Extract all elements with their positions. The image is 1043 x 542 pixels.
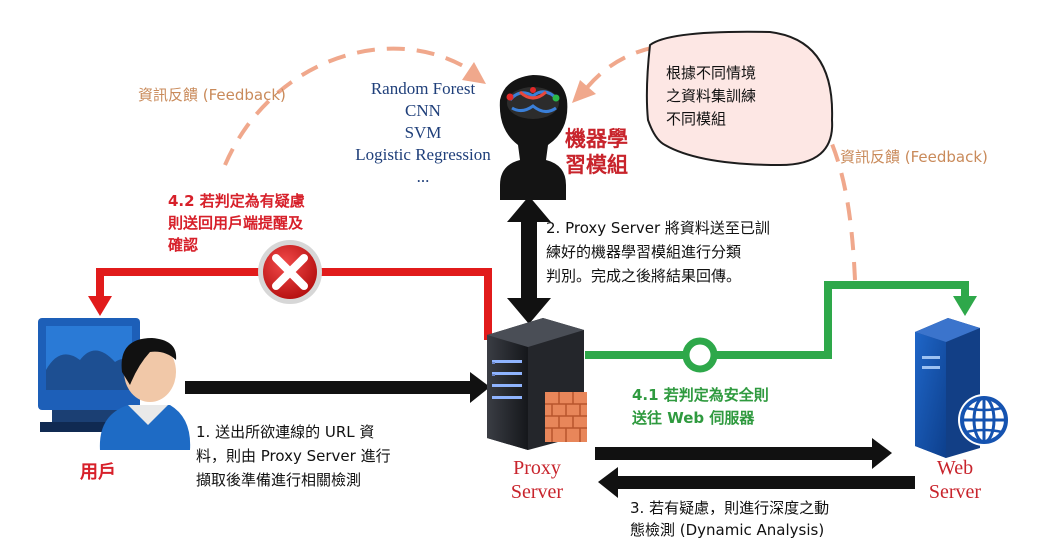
user-to-proxy-arrow [185,372,490,403]
user-at-computer-icon [38,318,191,450]
feedback-label-right: 資訊反饋 (Feedback) [840,148,988,166]
bidirectional-arrow [507,196,551,324]
feedback-arc-right [583,42,857,281]
red-arrowhead [88,296,112,316]
model-item: SVM [404,123,442,142]
model-item: CNN [405,101,441,120]
feedback-arrowhead-right [572,80,596,103]
step1-label: 1. 送出所欲連線的 URL 資 料，則由 Proxy Server 進行 擷取… [196,423,391,489]
ml-module-label: 機器學 習模組 [565,127,628,177]
model-item: Logistic Regression [355,145,491,164]
green-arrowhead [953,296,977,316]
proxy-server-with-firewall-icon [487,318,587,450]
step41-label: 4.1 若判定為安全則 送往 Web 伺服器 [632,386,769,427]
step3-label: 3. 若有疑慮，則進行深度之動 態檢測 (Dynamic Analysis) [630,499,830,539]
proxy-server-label: Proxy Server [510,457,564,503]
green-forward-path [585,281,969,359]
model-item: ... [416,167,430,186]
ai-head-brain-icon [499,75,568,200]
model-list: Random Forest CNN SVM Logistic Regressio… [334,78,512,188]
web-to-proxy-arrow [598,467,915,498]
green-ring-pass-icon [682,337,718,373]
feedback-arrowhead-left [462,62,486,84]
user-label: 用戶 [80,462,116,483]
step2-label: 2. Proxy Server 將資料送至已訓 練好的機器學習模組進行分類 判別… [546,219,770,285]
web-server-label: Web Server [928,457,982,503]
speech-bubble-shape [645,30,834,167]
red-x-block-icon [258,240,322,304]
proxy-to-web-arrow [595,438,892,469]
feedback-label-left: 資訊反饋 (Feedback) [138,86,286,104]
web-server-globe-icon [915,318,1010,458]
feedback-arc-left [223,46,472,166]
model-item: Random Forest [370,79,476,98]
step42-label: 4.2 若判定為有疑慮 則送回用戶端提醒及 確認 [168,192,305,254]
speech-bubble-text: 根據不同情境 之資料集訓練 不同模組 [666,64,757,128]
